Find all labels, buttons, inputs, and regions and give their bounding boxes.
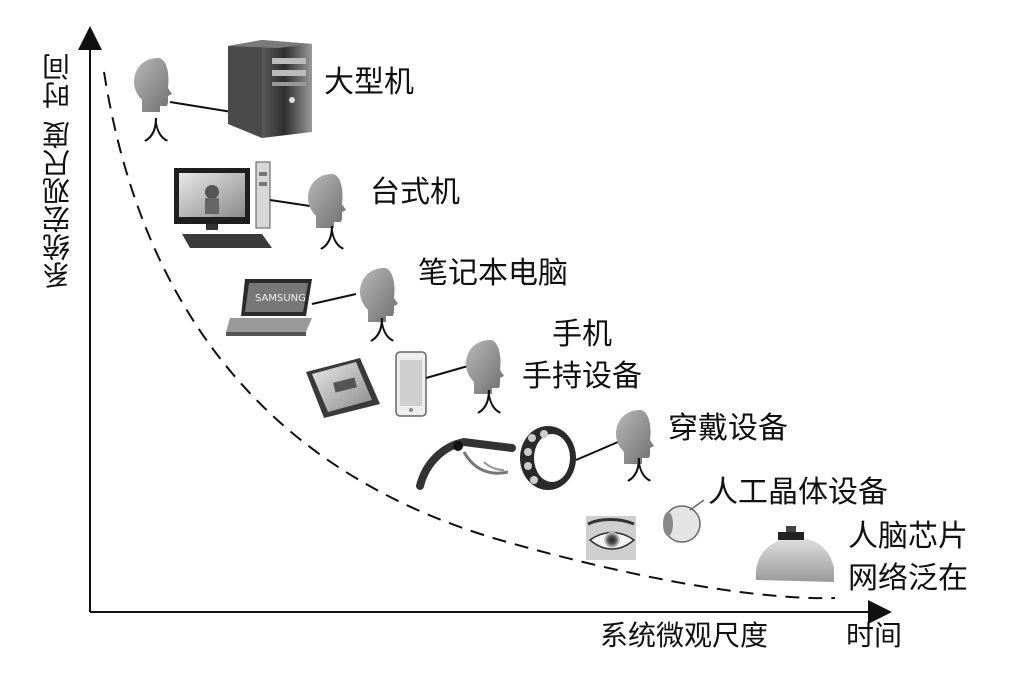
- smartphone-icon: [395, 351, 427, 417]
- smart-bracelet-icon: [520, 426, 576, 490]
- laptop-brand-text: SAMSUNG: [255, 293, 306, 304]
- label-wearable: 穿戴设备: [668, 411, 788, 446]
- label-phone: 手机: [552, 317, 612, 352]
- wearable-person-icon: [616, 410, 654, 464]
- mainframe-person-icon: [134, 58, 172, 112]
- mainframe-person-glyph: 人: [143, 117, 169, 147]
- label-brain-chip: 人脑芯片: [848, 519, 968, 554]
- phone-link: [425, 365, 469, 379]
- wearable-person-glyph: 人: [626, 457, 652, 487]
- label-mainframe: 大型机: [324, 65, 414, 100]
- label-laptop: 笔记本电脑: [418, 256, 568, 291]
- desktop-person-icon: [308, 174, 346, 228]
- x-axis-time: 时间: [846, 619, 903, 652]
- smart-glasses-icon: [416, 437, 516, 490]
- laptop-icon: SAMSUNG: [226, 279, 312, 336]
- mainframe-link: [169, 101, 233, 113]
- laptop-person-glyph: 人: [369, 317, 395, 347]
- eye-icon: [586, 516, 636, 560]
- phone-person-icon: [466, 340, 504, 394]
- trend-curve: [103, 71, 836, 600]
- eyeball-lens-icon: [663, 499, 705, 543]
- laptop-person-icon: [360, 268, 398, 322]
- label-desktop: 台式机: [370, 175, 460, 210]
- y-axis-time: 时间: [41, 53, 74, 109]
- tablet-icon: [306, 358, 380, 418]
- desktop-link: [269, 199, 311, 207]
- mainframe-tower-icon: [228, 40, 312, 138]
- x-axis-label: 系统微观尺度: [600, 619, 769, 652]
- laptop-link: [311, 293, 357, 305]
- desktop-person-glyph: 人: [319, 225, 345, 255]
- brain-chip-icon: [755, 526, 834, 582]
- wearable-link: [575, 441, 619, 461]
- label-handheld: 手持设备: [522, 359, 642, 394]
- y-axis-title: 系统宏观尺度: [41, 121, 74, 289]
- label-implant: 人工晶体设备: [708, 475, 888, 510]
- phone-person-glyph: 人: [476, 389, 502, 419]
- desktop-pc-icon: [174, 161, 272, 248]
- label-ubiquitous-network: 网络泛在: [848, 561, 968, 596]
- y-axis-label: 系统宏观尺度时间: [41, 34, 74, 289]
